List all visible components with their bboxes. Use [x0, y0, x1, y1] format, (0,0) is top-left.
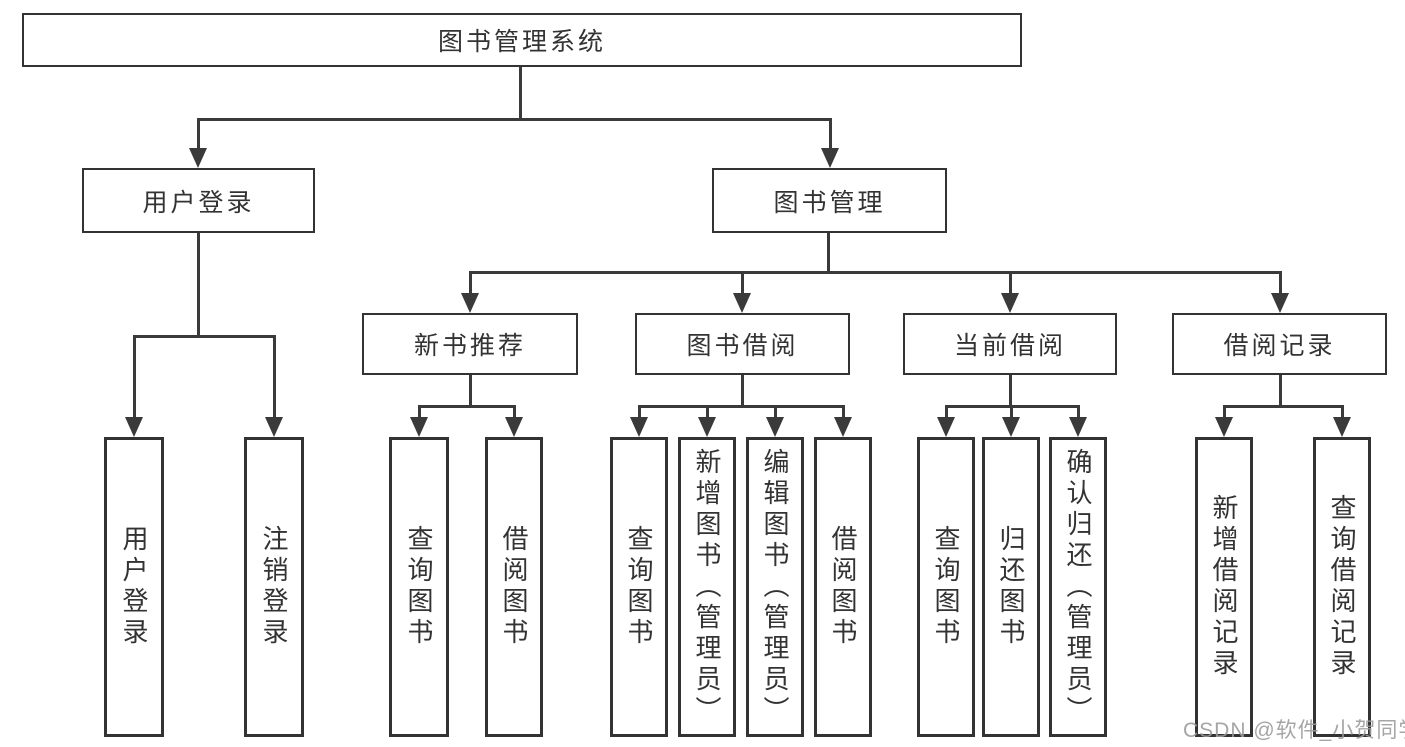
connector-arm-user-login [197, 118, 200, 150]
node-label: 图书管理系统 [437, 28, 606, 56]
connector-arm-bb-borrow [842, 405, 845, 419]
connector-arm-br-add [1223, 405, 1226, 419]
connector-arm-bb-add [706, 405, 709, 419]
node-user-login: 用户登录 [82, 168, 315, 233]
leaf-confirm-return-admin: 确认归还（管理员） [1049, 437, 1107, 737]
leaf-label: 归还图书 [996, 525, 1026, 649]
connector-arm-cb-confirm [1077, 405, 1080, 419]
csdn-watermark: CSDN @软件_小贺同学 [1183, 719, 1405, 742]
leaf-add-borrow-record: 新增借阅记录 [1195, 437, 1253, 737]
node-label: 借阅记录 [1223, 332, 1336, 360]
connector-arm-new-book [469, 271, 472, 295]
leaf-add-book-admin: 新增图书（管理员） [678, 437, 736, 737]
connector-root-stem [519, 67, 522, 118]
leaf-query-books-borrow: 查询图书 [610, 437, 668, 737]
connector-current-borrow-stem [1009, 375, 1012, 407]
connector-arm-leaf-logout [273, 335, 276, 419]
node-borrowing-records: 借阅记录 [1172, 313, 1387, 375]
leaf-query-borrow-record: 查询借阅记录 [1313, 437, 1371, 737]
connector-user-login-stem [197, 233, 200, 336]
leaf-label: 确认归还（管理员） [1063, 447, 1093, 727]
node-book-management: 图书管理 [712, 168, 947, 233]
leaf-label: 注销登录 [259, 525, 289, 649]
arrowhead-bb-borrow [834, 417, 852, 437]
leaf-label: 新增借阅记录 [1209, 494, 1239, 680]
leaf-label: 查询图书 [931, 525, 961, 649]
arrowhead-new-book [461, 293, 479, 313]
connector-new-book-stem [469, 375, 472, 407]
arrowhead-bb-add [698, 417, 716, 437]
node-book-borrowing: 图书借阅 [635, 313, 850, 375]
connector-arm-bb-edit [774, 405, 777, 419]
arrowhead-nb-borrow [505, 417, 523, 437]
node-library-management-system: 图书管理系统 [22, 13, 1022, 67]
leaf-label: 借阅图书 [828, 525, 858, 649]
connector-borrow-record-rail [1223, 405, 1344, 408]
arrowhead-cb-query [937, 417, 955, 437]
arrowhead-book-borrow [733, 293, 751, 313]
arrowhead-cb-return [1002, 417, 1020, 437]
node-current-borrowing: 当前借阅 [903, 313, 1117, 375]
connector-arm-cb-return [1010, 405, 1013, 419]
arrowhead-br-add [1215, 417, 1233, 437]
leaf-label: 查询图书 [404, 525, 434, 649]
leaf-query-books-current: 查询图书 [917, 437, 975, 737]
connector-arm-book-management [829, 118, 832, 150]
connector-user-login-rail [133, 335, 276, 338]
leaf-label: 借阅图书 [499, 525, 529, 649]
arrowhead-borrow-record [1271, 293, 1289, 313]
arrowhead-book-management [821, 148, 839, 168]
leaf-label: 用户登录 [119, 525, 149, 649]
node-label: 图书管理 [773, 188, 886, 217]
leaf-label: 新增图书（管理员） [692, 447, 722, 727]
connector-level2-rail [197, 118, 832, 121]
connector-arm-current-borrow [1009, 271, 1012, 295]
connector-arm-nb-query [418, 405, 421, 419]
leaf-user-login: 用户登录 [104, 437, 164, 737]
leaf-query-books-recommend: 查询图书 [389, 437, 449, 737]
arrowhead-user-login [189, 148, 207, 168]
arrowhead-cb-confirm [1069, 417, 1087, 437]
connector-arm-nb-borrow [513, 405, 516, 419]
connector-book-mgmt-stem [827, 233, 830, 273]
leaf-edit-book-admin: 编辑图书（管理员） [746, 437, 804, 737]
leaf-borrow-books: 借阅图书 [814, 437, 872, 737]
connector-arm-borrow-record [1279, 271, 1282, 295]
arrowhead-leaf-logout [265, 417, 283, 437]
node-label: 新书推荐 [413, 332, 526, 360]
leaf-return-books: 归还图书 [982, 437, 1040, 737]
arrowhead-bb-edit [766, 417, 784, 437]
node-label: 当前借阅 [953, 332, 1066, 360]
connector-borrow-record-stem [1279, 375, 1282, 407]
connector-arm-leaf-user-login [133, 335, 136, 419]
arrowhead-bb-query [630, 417, 648, 437]
leaf-label: 查询借阅记录 [1327, 494, 1357, 680]
connector-arm-book-borrow [741, 271, 744, 295]
connector-level3-rail [469, 271, 1282, 274]
connector-arm-cb-query [945, 405, 948, 419]
arrowhead-nb-query [410, 417, 428, 437]
arrowhead-current-borrow [1001, 293, 1019, 313]
leaf-borrow-books-recommend: 借阅图书 [485, 437, 543, 737]
arrowhead-leaf-user-login [125, 417, 143, 437]
node-label: 图书借阅 [686, 332, 799, 360]
node-new-book-recommend: 新书推荐 [362, 313, 578, 375]
connector-arm-bb-query [638, 405, 641, 419]
leaf-label: 编辑图书（管理员） [760, 447, 790, 727]
connector-arm-br-query [1341, 405, 1344, 419]
leaf-label: 查询图书 [624, 525, 654, 649]
connector-new-book-rail [418, 405, 516, 408]
arrowhead-br-query [1333, 417, 1351, 437]
connector-book-borrow-stem [741, 375, 744, 407]
node-label: 用户登录 [142, 188, 255, 217]
leaf-logout: 注销登录 [244, 437, 304, 737]
connector-book-borrow-rail [638, 405, 845, 408]
